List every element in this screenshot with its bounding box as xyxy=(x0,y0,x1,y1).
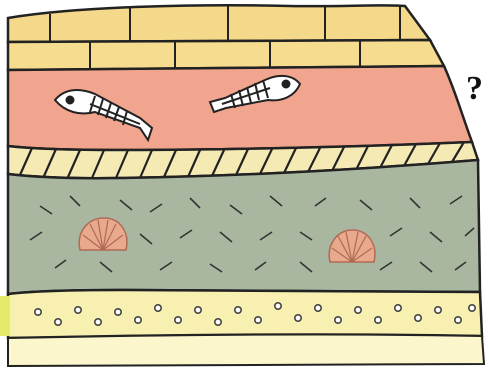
conglomerate-layer xyxy=(0,290,484,366)
question-mark-label: ? xyxy=(466,70,483,108)
green-layer-with-shell-fossils xyxy=(8,160,480,294)
brick-limestone-layer xyxy=(8,5,444,70)
shale-layer-with-fish-fossils xyxy=(8,66,472,150)
